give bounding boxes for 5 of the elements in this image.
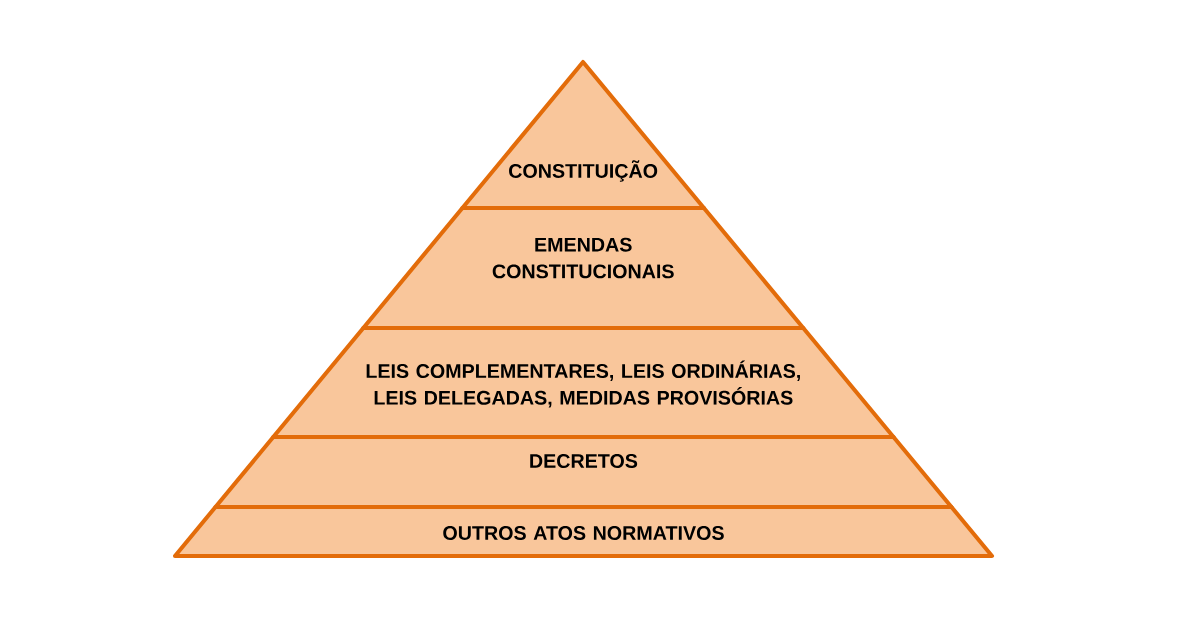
pyramid-level: OUTROS ATOS NORMATIVOS xyxy=(172,504,995,559)
pyramid-level: DECRETOS xyxy=(213,434,954,510)
pyramid-level: LEIS COMPLEMENTARES, LEIS ORDINÁRIAS, LEIS DELEGADAS, MEDIDAS PROVISÓRIAS xyxy=(271,325,896,440)
pyramid-level: EMENDAS CONSTITUCIONAIS xyxy=(361,205,806,331)
pyramid-level: CONSTITUIÇÃO xyxy=(460,59,706,211)
